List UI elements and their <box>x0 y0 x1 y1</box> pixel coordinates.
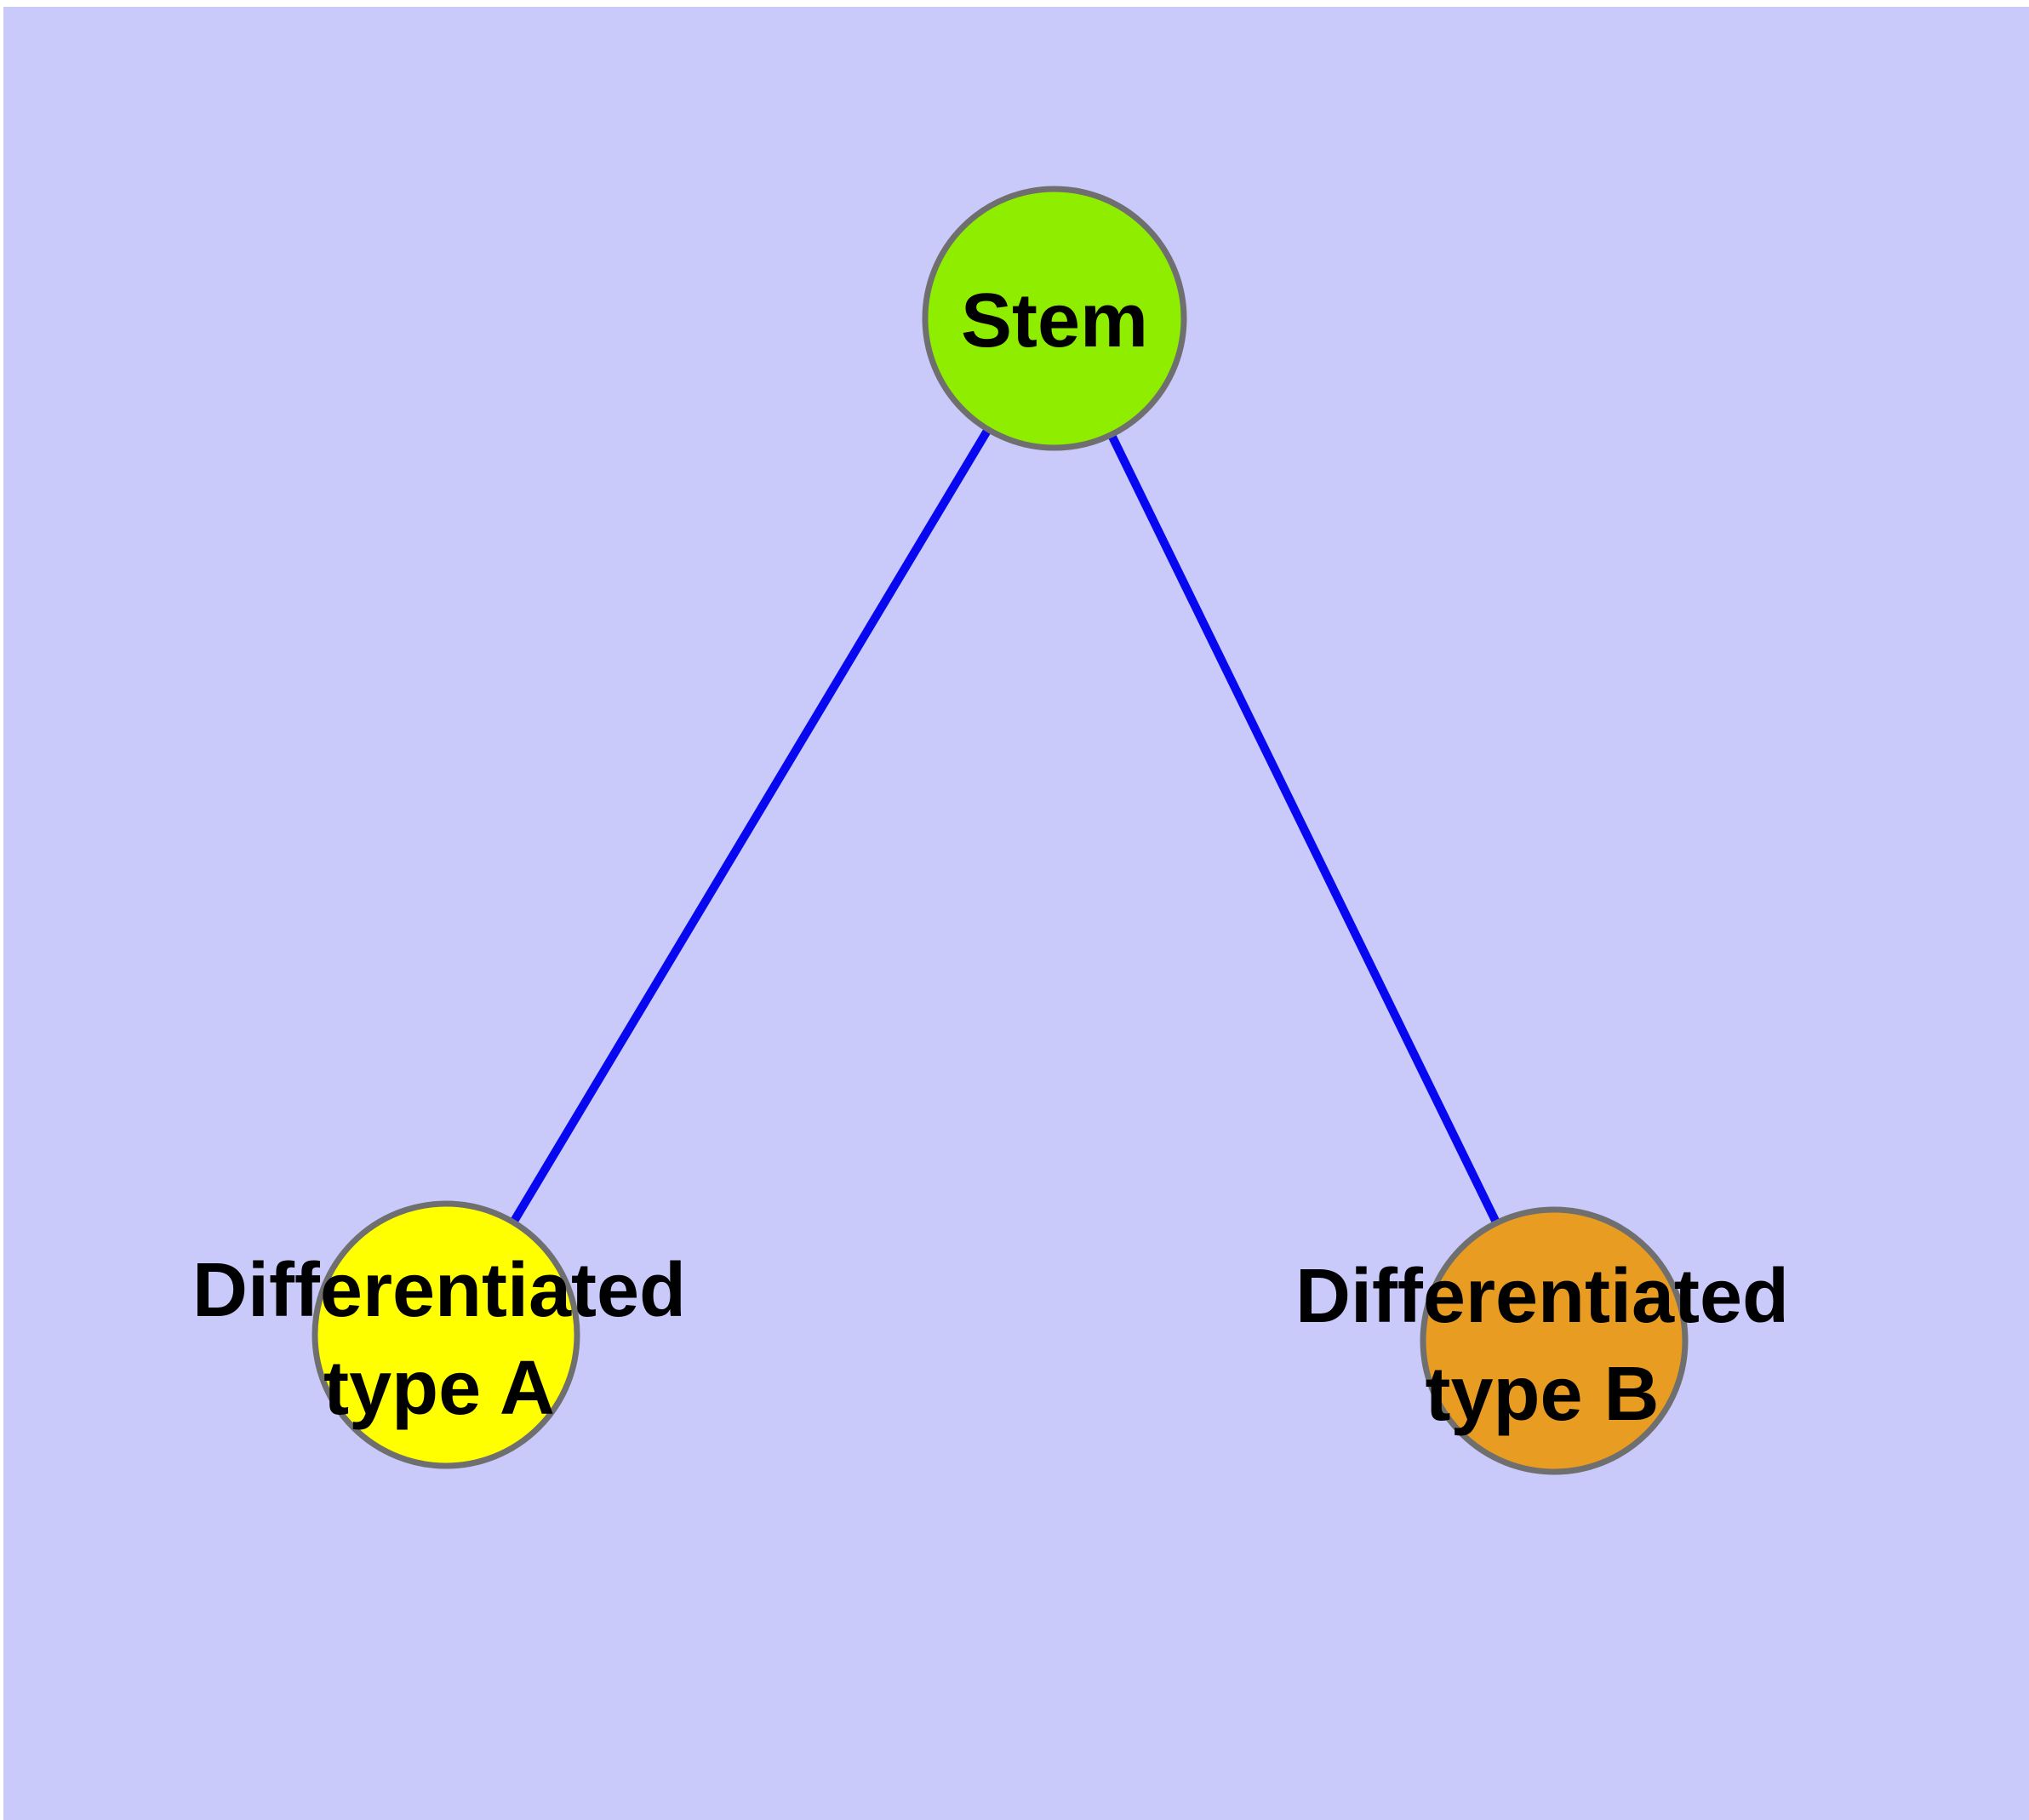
edge-stem-to-type-b <box>1050 316 1558 1343</box>
type-b-node-label-line2: type B <box>1425 1352 1659 1437</box>
type-a-node-circle <box>311 1200 580 1469</box>
node-differentiated-type-b: Differentiated type B <box>1295 1206 1789 1475</box>
type-b-node-label-line1: Differentiated <box>1295 1254 1789 1339</box>
type-a-node-label-line2: type A <box>323 1346 555 1431</box>
window-margin-left <box>0 0 3 1820</box>
edge-group <box>442 316 1558 1343</box>
edge-stem-to-type-a <box>442 316 1059 1337</box>
node-stem: Stem <box>922 186 1187 451</box>
type-a-node-label-line1: Differentiated <box>192 1248 686 1333</box>
stem-node-label: Stem <box>961 278 1148 363</box>
type-b-node-circle <box>1420 1206 1689 1475</box>
stem-node-circle <box>922 186 1187 451</box>
node-differentiated-type-a: Differentiated type A <box>192 1200 686 1469</box>
window-margin-top <box>0 0 2029 7</box>
